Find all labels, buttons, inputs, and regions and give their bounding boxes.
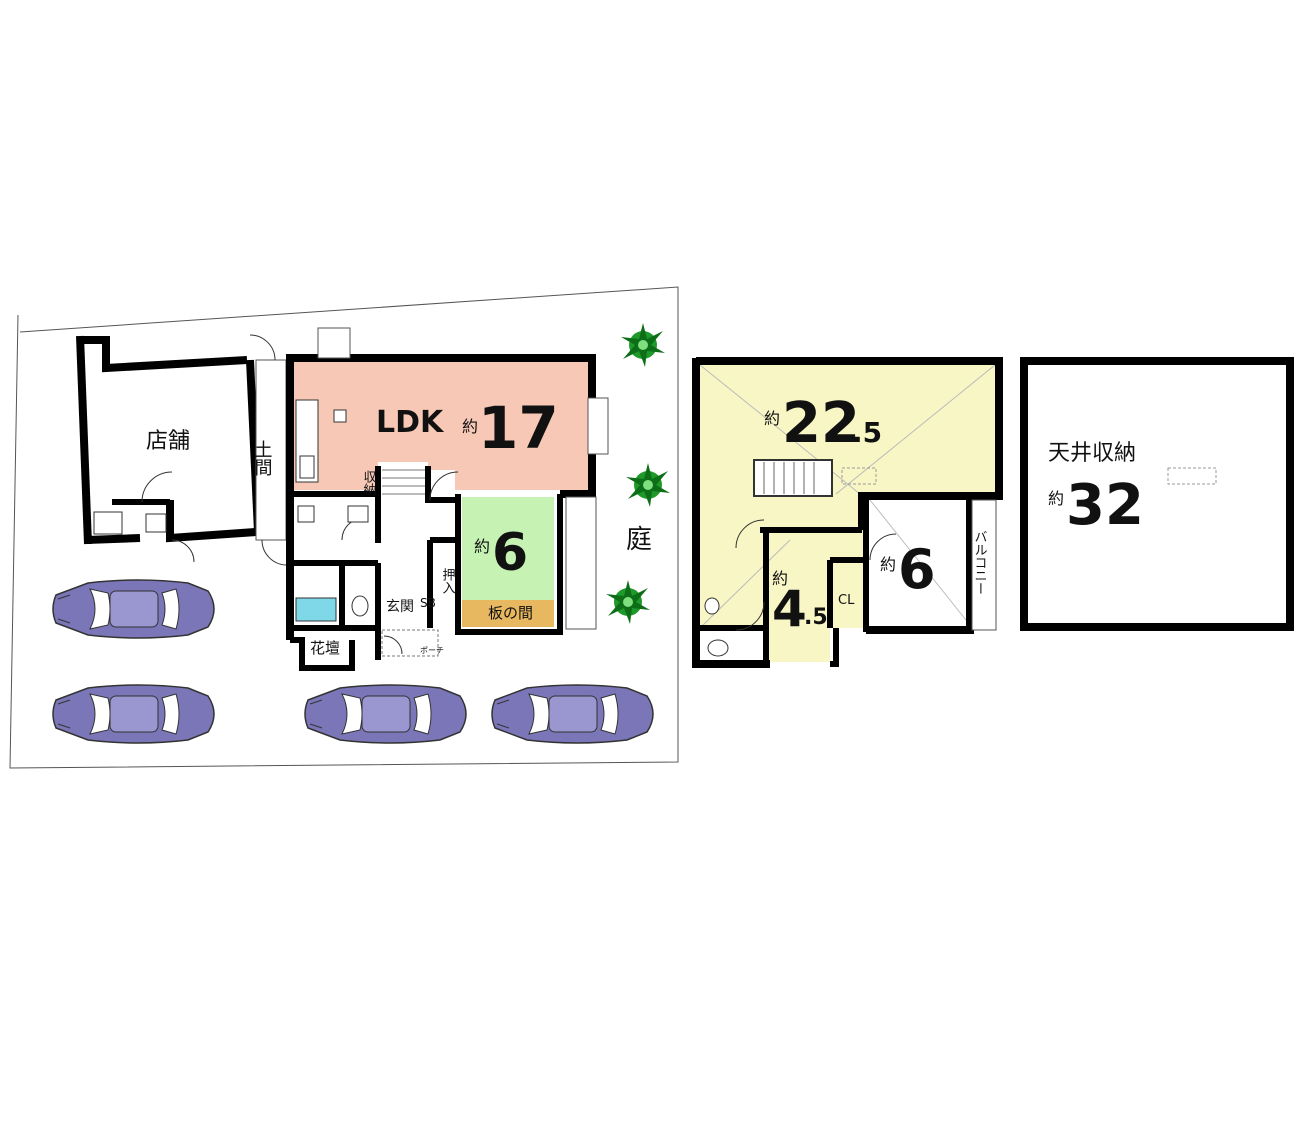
entrance-label: 玄関 — [386, 598, 414, 615]
attic-plan: 天井収納 約 32 — [1020, 357, 1294, 631]
small-room-size-decimal: .5 — [804, 605, 828, 630]
ldk-size: 17 — [478, 394, 559, 462]
ldk-approx-label: 約 — [462, 417, 478, 436]
washitsu-size: 6 — [492, 523, 528, 583]
balcony-label: バルコニー — [972, 530, 988, 595]
main-room-approx-label: 約 — [764, 409, 780, 428]
car-icon — [52, 579, 215, 639]
east-room-approx-label: 約 — [880, 555, 896, 574]
main-room-size-decimal: .5 — [852, 416, 882, 449]
ldk-room — [293, 362, 588, 490]
ldk-label: LDK — [376, 405, 445, 440]
attic-approx-label: 約 — [1048, 489, 1064, 508]
first-floor-plan: 店舗 土間 LDK 約 17 収納 約 6 押入 玄関 SB 板の間 花壇 ポー… — [9, 286, 679, 769]
flowerbed-label: 花壇 — [310, 639, 340, 657]
store-label: 店舗 — [146, 429, 190, 454]
oshiire-label: 押入 — [440, 568, 456, 594]
storage-label: 収納 — [361, 470, 377, 497]
washitsu-approx-label: 約 — [474, 537, 490, 556]
itanoma-label: 板の間 — [488, 604, 533, 622]
closet-label: CL — [838, 593, 855, 608]
car-icon — [491, 684, 654, 744]
tree-icon — [621, 323, 665, 367]
doma-label: 土間 — [252, 440, 273, 477]
itanoma-floor — [462, 600, 554, 627]
second-floor-plan: 約 22 .5 約 4 .5 CL 約 6 バルコニー — [692, 357, 1003, 668]
tree-icon — [626, 463, 670, 507]
porch-label: ポーチ — [420, 646, 444, 655]
attic-label: 天井収納 — [1048, 441, 1136, 466]
attic-room — [1020, 357, 1294, 631]
garden-label: 庭 — [626, 525, 652, 555]
attic-size: 32 — [1066, 473, 1144, 538]
small-room-size: 4 — [772, 580, 807, 638]
lot-boundary — [9, 286, 679, 769]
car-icon — [304, 684, 467, 744]
balcony — [971, 499, 997, 631]
bathtub — [295, 597, 337, 622]
small-room-approx-label: 約 — [772, 569, 788, 588]
second-floor-room — [700, 365, 995, 662]
main-room-size: 22 — [782, 391, 860, 456]
car-icon — [52, 684, 215, 744]
washitsu-room — [462, 497, 554, 600]
shoebox-label: SB — [420, 596, 436, 610]
east-room-size: 6 — [898, 538, 936, 601]
tree-icon — [606, 580, 650, 624]
